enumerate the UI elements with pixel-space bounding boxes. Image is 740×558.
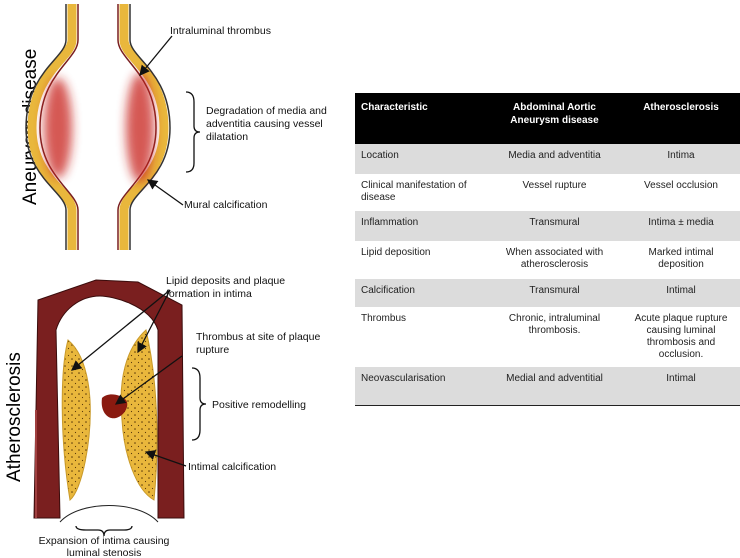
label-intimal-calcification: Intimal calcification [188,461,276,473]
table-row: Thrombus Chronic, intraluminal thrombosi… [355,307,740,367]
aneurysm-right-wall [129,4,171,250]
label-thrombus-line1: Thrombus at site of plaque [196,331,320,343]
thrombus-site-pointer [114,355,183,405]
row-atherosclerosis-value: Vessel occlusion [644,180,718,191]
remodelling-brace [191,367,207,441]
expansion-brace [75,525,133,537]
label-positive-remodelling: Positive remodelling [212,399,306,411]
label-expansion-line2: luminal stenosis [67,547,142,558]
table-row: Inflammation Transmural Intima ± media [355,211,740,241]
aneurysm-left-wall [25,4,67,250]
row-characteristic: Lipid deposition [361,247,431,258]
label-intraluminal-thrombus: Intraluminal thrombus [170,25,271,37]
header-aneurysm: Abdominal Aortic Aneurysm disease [487,93,622,144]
table-row: Location Media and adventitia Intima [355,144,740,174]
row-characteristic: Calcification [355,279,487,307]
row-characteristic: Inflammation [355,211,487,241]
table-row: Neovascularisation Medial and adventitia… [355,367,740,406]
label-mural-calcification: Mural calcification [184,199,268,211]
vessel-wall [33,279,185,519]
row-atherosclerosis-value: Marked intimal deposition [648,247,714,270]
table-row: Calcification Transmural Intimal [355,279,740,307]
degradation-brace [185,91,201,173]
intimal-calcification-pointer [144,450,187,467]
aneurysm-diagram: Aneurysm disease Intraluminal thrombus D… [20,4,327,250]
label-degradation-line3: dilatation [206,131,248,143]
row-aneurysm-value: Chronic, intraluminal thrombosis. [508,313,601,336]
atherosclerosis-diagram: Atherosclerosis Lipid deposits and plaqu… [4,275,320,558]
label-thrombus-line2: rupture [196,344,229,356]
row-atherosclerosis-value: Intimal [622,279,740,307]
row-aneurysm-value: Transmural [487,279,622,307]
row-aneurysm-value: Transmural [487,211,622,241]
row-characteristic: Thrombus [361,313,407,324]
row-aneurysm-value: Vessel rupture [522,180,587,191]
aneurysm-right-inflammation [126,73,154,183]
atherosclerosis-side-label: Atherosclerosis [4,352,25,482]
row-atherosclerosis-value: Intimal [622,367,740,406]
row-atherosclerosis-value: Intima ± media [622,211,740,241]
right-plaque [120,329,158,501]
row-atherosclerosis-value: Intima [622,144,740,174]
row-atherosclerosis-value: Acute plaque rupture causing luminal thr… [634,313,728,360]
header-characteristic: Characteristic [355,93,487,144]
comparison-table: Characteristic Abdominal Aortic Aneurysm… [355,93,740,406]
row-aneurysm-value: Media and adventitia [487,144,622,174]
table-header-row: Characteristic Abdominal Aortic Aneurysm… [355,93,740,144]
label-lipid-line1: Lipid deposits and plaque [166,275,285,287]
header-atherosclerosis: Atherosclerosis [622,93,740,144]
aneurysm-left-adventitia [27,4,77,250]
row-characteristic: Clinical manifestation of disease [361,180,467,203]
lipid-pointer-right [137,289,171,354]
label-degradation-line1: Degradation of media and [206,105,327,117]
row-characteristic: Neovascularisation [355,367,487,406]
label-lipid-line2: formation in intima [166,288,252,300]
row-aneurysm-value: Medial and adventitial [487,367,622,406]
lipid-pointer-left [70,289,171,371]
row-aneurysm-value: When associated with atherosclerosis [505,247,604,270]
aneurysm-left-inflammation [44,78,72,178]
thrombus-pointer [139,35,173,77]
luminal-stenosis-arc [59,505,159,523]
calcification-pointer [146,179,184,206]
table-row: Lipid deposition When associated with at… [355,241,740,279]
label-degradation-line2: adventitia causing vessel [206,118,323,130]
label-expansion-line1: Expansion of intima causing [39,535,170,547]
row-characteristic: Location [355,144,487,174]
aneurysm-right-adventitia [119,4,169,250]
table-row: Clinical manifestation of disease Vessel… [355,174,740,211]
left-plaque [61,339,91,501]
